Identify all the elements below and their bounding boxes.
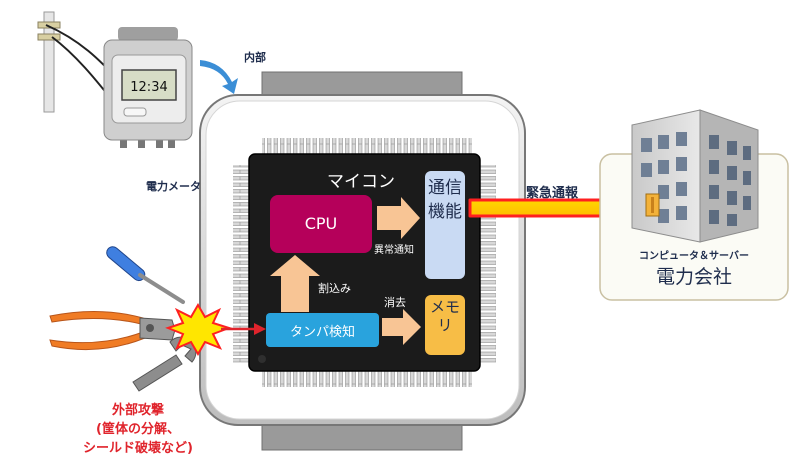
anomaly-label: 異常通知 [374,245,414,256]
zoom-in-arrow-icon [200,60,238,94]
inside-label: 内部 [244,51,266,64]
case-top-tab [261,71,463,99]
memory-label: メモリ [429,298,460,334]
cpu-label: CPU [304,214,338,233]
attack-detail-1: (筐体の分解、 [96,422,180,437]
interrupt-label: 割込み [318,282,351,295]
company-name: 電力会社 [655,266,732,288]
wrench-icon [132,336,197,392]
tamper-label: タンパ検知 [289,325,355,340]
attack-arrowhead-icon [254,323,266,335]
erase-arrow [382,309,421,345]
anomaly-arrow [377,197,420,239]
attack-title: 外部攻撃 [111,403,164,418]
erase-label: 消去 [384,296,406,309]
impact-burst-icon [165,303,233,356]
chip-title: マイコン [327,172,395,192]
pin1-marker-icon [258,355,266,363]
tamper-block [266,313,379,347]
pliers-icon [49,311,176,351]
meter-label: 電力メータ [146,180,201,193]
server-label: コンピュータ＆サーバー [639,251,749,262]
attack-detail-2: シールド破壊など) [83,441,193,456]
alert-label: 緊急通報 [526,186,579,201]
cpu-block [270,195,372,253]
screwdriver-icon [106,246,185,304]
interrupt-arrow [270,255,320,312]
comm-label: 通信機能 [428,178,462,222]
comm-block [425,171,465,279]
office-building-icon [631,109,759,243]
electric-meter-icon [103,27,193,148]
meter-time-display: 12:34 [130,80,167,95]
memory-block [425,295,465,355]
